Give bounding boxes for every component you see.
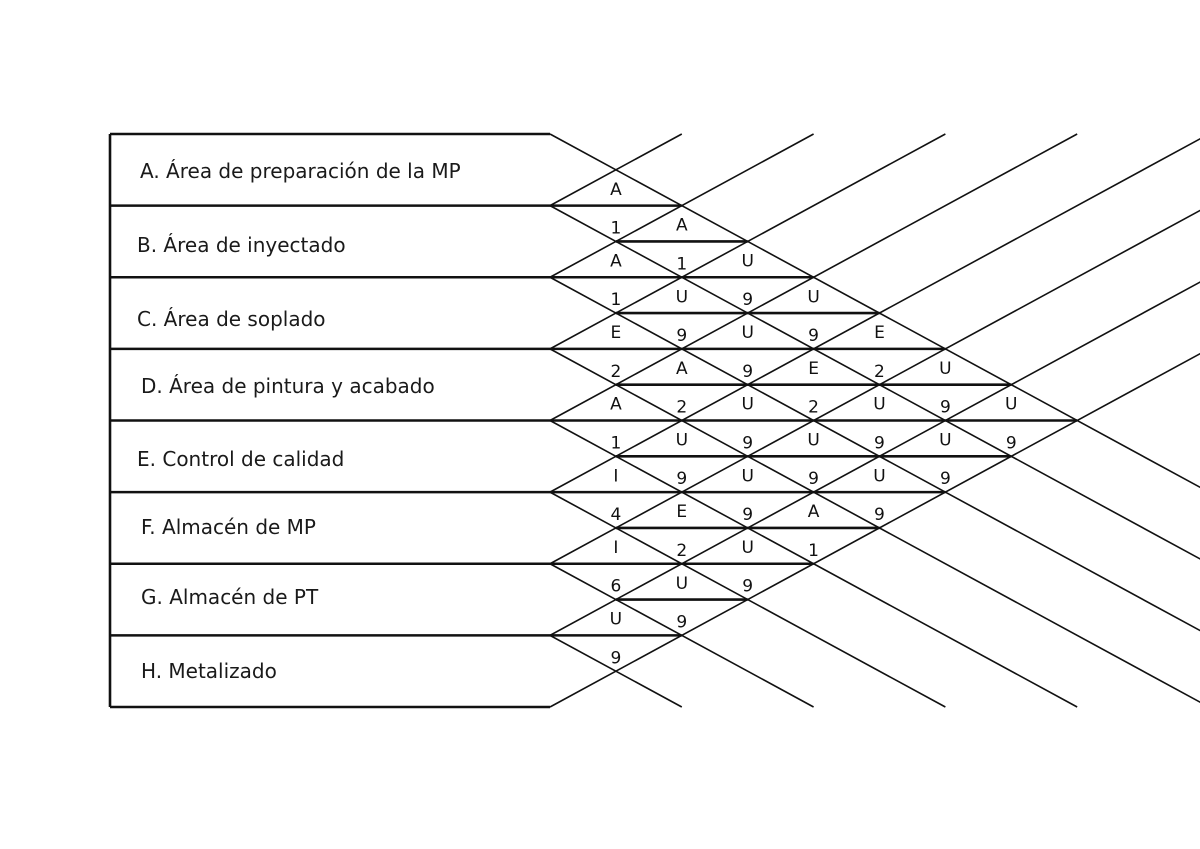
relationship-reason-a-f: 2 xyxy=(874,362,885,382)
relationship-letter-b-d: U xyxy=(676,287,688,307)
relationship-letter-a-g: U xyxy=(939,359,951,379)
area-label-g: G. Almacén de PT xyxy=(141,585,319,609)
relationship-reason-b-h: 9 xyxy=(940,469,951,489)
relationship-letter-a-d: U xyxy=(741,251,753,271)
area-labels: A. Área de preparación de la MP B. Área … xyxy=(137,159,461,683)
relationship-reason-f-g: 6 xyxy=(610,577,621,597)
relationship-reason-c-h: 9 xyxy=(874,505,885,525)
relationship-reason-g-h: 9 xyxy=(610,648,621,668)
relationship-letter-b-g: U xyxy=(873,395,885,415)
relationship-letter-a-h: U xyxy=(1005,395,1017,415)
relationship-letter-d-g: U xyxy=(741,466,753,486)
relationship-letter-a-c: A xyxy=(676,216,688,236)
chart-grid xyxy=(108,132,1200,709)
relationship-letter-e-g: E xyxy=(676,502,687,522)
area-label-c: C. Área de soplado xyxy=(137,307,326,331)
relationship-letter-d-f: U xyxy=(676,431,688,451)
relationship-reason-a-e: 9 xyxy=(808,326,819,346)
relationship-letter-e-f: I xyxy=(613,466,618,486)
relationship-reason-b-c: 1 xyxy=(610,290,621,310)
relationship-reason-b-f: 2 xyxy=(808,398,819,418)
relationship-letter-c-d: E xyxy=(611,323,622,343)
relationship-reason-a-b: 1 xyxy=(610,219,621,239)
relationship-reason-a-c: 1 xyxy=(676,254,687,274)
relationship-letter-b-f: E xyxy=(808,359,819,379)
relationship-letter-b-e: U xyxy=(741,323,753,343)
relationship-reason-b-d: 9 xyxy=(676,326,687,346)
relationship-reason-a-h: 9 xyxy=(1006,433,1017,453)
relationship-letter-e-h: U xyxy=(741,538,753,558)
area-label-a: A. Área de preparación de la MP xyxy=(140,159,461,183)
relationship-letter-g-h: U xyxy=(610,610,622,630)
relationship-reason-b-e: 9 xyxy=(742,362,753,382)
relationship-reason-a-g: 9 xyxy=(940,398,951,418)
relationship-letter-a-b: A xyxy=(610,180,622,200)
area-label-e: E. Control de calidad xyxy=(137,447,344,471)
relationship-letter-c-h: U xyxy=(873,466,885,486)
relationship-letter-c-g: U xyxy=(807,431,819,451)
relationship-reason-c-g: 9 xyxy=(808,469,819,489)
relationship-letter-d-h: A xyxy=(808,502,820,522)
relationship-letter-f-g: I xyxy=(613,538,618,558)
area-label-d: D. Área de pintura y acabado xyxy=(141,374,435,398)
relationship-reason-f-h: 9 xyxy=(676,612,687,632)
relationship-reason-d-h: 1 xyxy=(808,541,819,561)
relationship-reason-c-d: 2 xyxy=(610,362,621,382)
diagonal-line xyxy=(549,133,814,278)
area-label-b: B. Área de inyectado xyxy=(137,233,346,257)
relationship-letter-c-e: A xyxy=(676,359,688,379)
relationship-reason-d-f: 9 xyxy=(676,469,687,489)
relationship-reason-b-g: 9 xyxy=(874,433,885,453)
relationship-reason-c-f: 9 xyxy=(742,433,753,453)
relationship-reason-e-f: 4 xyxy=(610,505,621,525)
relationship-letter-c-f: U xyxy=(741,395,753,415)
relationship-reason-e-h: 9 xyxy=(742,577,753,597)
relationship-letter-a-e: U xyxy=(807,287,819,307)
area-label-h: H. Metalizado xyxy=(141,659,277,683)
relationship-reason-a-d: 9 xyxy=(742,290,753,310)
relationship-letter-b-h: U xyxy=(939,431,951,451)
relationship-letter-f-h: U xyxy=(676,574,688,594)
relationship-reason-d-e: 1 xyxy=(610,433,621,453)
relationship-reason-d-g: 9 xyxy=(742,505,753,525)
relationship-letter-a-f: E xyxy=(874,323,885,343)
relationship-letter-d-e: A xyxy=(610,395,622,415)
area-label-f: F. Almacén de MP xyxy=(141,515,316,539)
diagonal-line xyxy=(549,133,683,207)
relationship-reason-c-e: 2 xyxy=(676,398,687,418)
relationship-reason-e-g: 2 xyxy=(676,541,687,561)
relationship-letter-b-c: A xyxy=(610,251,622,271)
